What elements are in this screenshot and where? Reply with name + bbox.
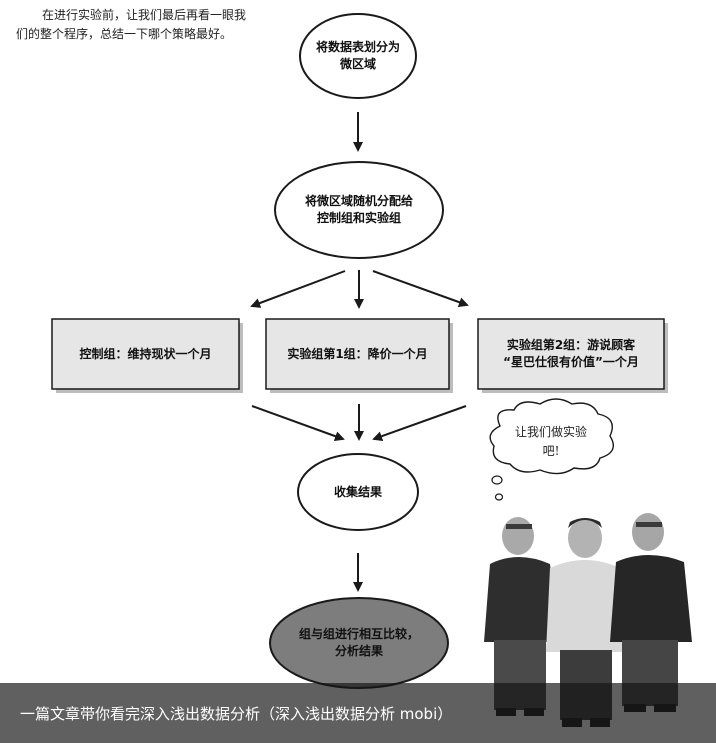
exp1-node-label: 实验组第1组：降价一个月 xyxy=(266,319,449,389)
control-node-label: 控制组：维持现状一个月 xyxy=(52,319,239,389)
assign-label-line2: 控制组和实验组 xyxy=(316,211,401,225)
caption-bar xyxy=(0,683,716,743)
exp2-label-line2: “星巴仕很有价值”一个月 xyxy=(503,355,639,369)
speech-bubble-text: 让我们做实验 吧! xyxy=(492,423,610,461)
compare-label-line1: 组与组进行相互比较， xyxy=(298,627,419,641)
exp2-node-label: 实验组第2组：游说顾客 “星巴仕很有价值”一个月 xyxy=(478,319,664,389)
caption-text: 一篇文章带你看完深入浅出数据分析（深入浅出数据分析 mobi） xyxy=(20,705,453,723)
compare-node-label: 组与组进行相互比较， 分析结果 xyxy=(270,598,448,688)
control-box xyxy=(51,318,240,390)
intro-text: 在进行实验前，让我们最后再看一眼我们的整个程序，总结一下哪个策略最好。 xyxy=(16,8,247,41)
assign-node-label: 将微区域随机分配给 控制组和实验组 xyxy=(275,162,443,258)
assign-ellipse xyxy=(274,161,444,259)
exp1-label-line1: 实验组第1组：降价一个月 xyxy=(287,346,428,361)
exp2-label-line1: 实验组第2组：游说顾客 xyxy=(506,338,636,352)
divide-label-line1: 将数据表划分为 xyxy=(315,40,400,54)
divide-ellipse xyxy=(299,13,417,99)
divide-node-label: 将数据表划分为 微区域 xyxy=(300,14,416,98)
control-label-line1: 控制组：维持现状一个月 xyxy=(79,346,212,361)
thought-bubble xyxy=(489,398,614,501)
speech-bubble-line2: 吧! xyxy=(542,444,560,458)
arrow-assign-to-control xyxy=(250,270,346,308)
speech-bubble-line1: 让我们做实验 xyxy=(514,425,587,439)
arrow-assign-to-exp2 xyxy=(372,270,469,307)
collect-ellipse xyxy=(297,453,419,531)
exp1-box xyxy=(265,318,450,390)
exp2-box xyxy=(477,318,665,390)
assign-label-line1: 将微区域随机分配给 xyxy=(304,194,413,208)
arrow-exp2-to-collect xyxy=(372,405,467,442)
divide-label-line2: 微区域 xyxy=(339,57,376,71)
arrow-control-to-collect xyxy=(251,405,345,441)
collect-node-label: 收集结果 xyxy=(298,454,418,530)
compare-label-line2: 分析结果 xyxy=(334,644,383,658)
collect-label-line1: 收集结果 xyxy=(333,484,382,499)
